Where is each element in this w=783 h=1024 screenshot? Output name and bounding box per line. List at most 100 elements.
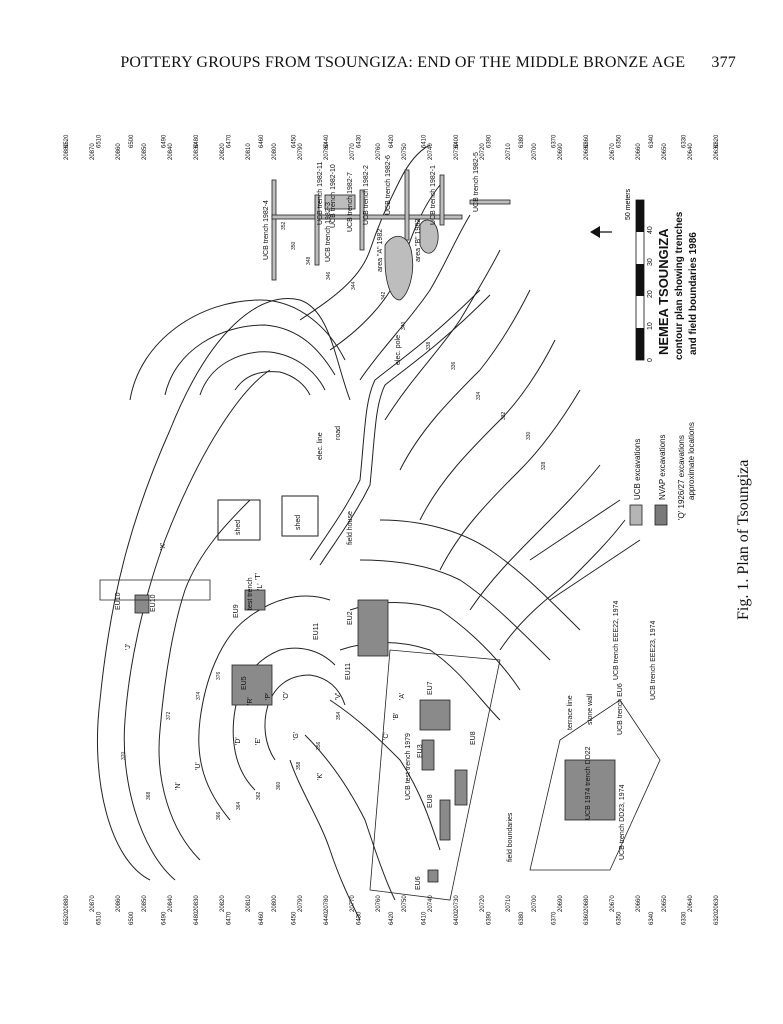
contour-line (399, 289, 531, 471)
map-label-q-p: 'P' (265, 693, 272, 700)
grid-label-left: 6330 (682, 911, 688, 925)
map-label-eu9: EU9 (233, 604, 240, 618)
grid-label-left: 6340 (649, 911, 655, 925)
grid-label-top: 20850 (142, 143, 148, 160)
grid-label-right: 6390 (487, 134, 493, 148)
contour-line (549, 539, 641, 601)
grid-label-bottom: 20820 (220, 895, 226, 912)
contour-line (329, 699, 441, 851)
map-label-eu8b: EU8 (427, 794, 434, 808)
scale-tick-label: 20 (647, 290, 654, 298)
grid-label-top: 20660 (636, 143, 642, 160)
grid-label-left: 6370 (552, 911, 558, 925)
grid-label-right: 6480 (194, 134, 200, 148)
map-label-q-c: 'C' (383, 732, 390, 740)
grid-label-top: 20780 (324, 143, 330, 160)
eu8b-unit (439, 799, 451, 841)
grid-label-left: 6440 (324, 911, 330, 925)
contour-line (359, 559, 551, 661)
grid-label-bottom: 20770 (350, 895, 356, 912)
grid-label-bottom: 20750 (402, 895, 408, 912)
grid-label-top: 20860 (116, 143, 122, 160)
map-label-ucb-1982-7: UCB trench 1982-7 (347, 172, 354, 232)
grid-label-left: 6500 (129, 911, 135, 925)
trench-strip (439, 174, 445, 226)
figure-caption-text: Fig. 1. Plan of Tsoungiza (735, 459, 752, 620)
grid-label-top: 20760 (376, 143, 382, 160)
grid-label-top: 20820 (220, 143, 226, 160)
field-boundary-lines (99, 579, 661, 901)
grid-label-top: 20640 (688, 143, 694, 160)
grid-label-right: 6320 (714, 134, 720, 148)
contour-line (198, 595, 331, 821)
grid-label-bottom: 20780 (324, 895, 330, 912)
grid-label-top: 20710 (506, 143, 512, 160)
trench-strip (359, 189, 365, 251)
legend-label-nvap: NVAP excavations (658, 434, 667, 500)
eu2-unit (357, 599, 389, 657)
grid-label-right: 6400 (454, 134, 460, 148)
map-label-q-b: 'B' (393, 713, 400, 720)
north-arrow-icon (590, 226, 612, 238)
contour-elevation-label: 364 (236, 801, 242, 810)
grid-label-bottom: 20640 (688, 895, 694, 912)
map-label-q-k: 'K' (317, 773, 324, 780)
road-edge (309, 289, 481, 561)
map-label-ucb-1982-4: UCB trench 1982-4 (263, 200, 270, 260)
figure-caption: Fig. 1. Plan of Tsoungiza (735, 440, 755, 620)
grid-label-left: 6410 (422, 911, 428, 925)
road-edge (319, 294, 491, 566)
grid-label-right: 6360 (584, 134, 590, 148)
grid-label-right: 6330 (682, 134, 688, 148)
grid-label-bottom: 20690 (558, 895, 564, 912)
map-label-eu6: EU6 (415, 876, 422, 890)
grid-label-right: 6350 (617, 134, 623, 148)
contour-elevation-label: 338 (426, 341, 432, 350)
contour-line (499, 519, 626, 651)
grid-label-top: 20630 (714, 143, 720, 160)
contour-line (299, 144, 431, 321)
map-label-shed-1: shed (235, 520, 242, 535)
excavation-units (134, 589, 616, 883)
contour-line (199, 351, 326, 396)
grid-label-top: 20670 (610, 143, 616, 160)
map-label-q-e: 'E' (255, 738, 262, 745)
grid-label-right: 6460 (259, 134, 265, 148)
grid-label-right: 6410 (422, 134, 428, 148)
map-label-eu11b: EU11 (345, 663, 352, 680)
map-label-eu2: EU2 (347, 611, 354, 625)
field-boundary (529, 699, 661, 871)
grid-label-bottom: 20680 (584, 895, 590, 912)
grid-label-right: 6450 (292, 134, 298, 148)
grid-label-top: 20810 (246, 143, 252, 160)
grid-label-top: 20730 (454, 143, 460, 160)
grid-label-bottom: 20670 (610, 895, 616, 912)
grid-label-right: 6440 (324, 134, 330, 148)
grid-label-right: 6370 (552, 134, 558, 148)
scale-bar-segment (636, 328, 644, 360)
map-label-ucb-test-1979: UCB test trench 1979 (405, 733, 412, 800)
contour-elevation-label: 356 (316, 741, 322, 750)
contour-elevation-label: 358 (296, 761, 302, 770)
map-label-field-house: field house (347, 511, 354, 545)
map-label-elec-pole: elec. pole (395, 335, 402, 365)
page-number: 377 (711, 54, 736, 71)
contour-line (359, 214, 471, 381)
contour-line (129, 299, 346, 401)
contour-elevation-label: 352 (281, 221, 287, 230)
running-title: POTTERY GROUPS FROM TSOUNGIZA: END OF TH… (120, 54, 686, 71)
contour-line (264, 674, 346, 761)
grid-label-top: 20870 (90, 143, 96, 160)
map-subtitle-1: contour plan showing trenches (674, 211, 685, 360)
contour-elevation-label: 360 (276, 781, 282, 790)
grid-label-bottom: 20800 (272, 895, 278, 912)
map-label-ucb-1982-5: UCB trench 1982-5 (473, 152, 480, 212)
grid-label-right: 6430 (357, 134, 363, 148)
field-boundary (369, 649, 501, 901)
contour-line (234, 371, 311, 396)
legend-label-approx: approximate locations (687, 422, 696, 500)
contour-elevation-label: 374 (196, 691, 202, 700)
grid-label-bottom: 20660 (636, 895, 642, 912)
